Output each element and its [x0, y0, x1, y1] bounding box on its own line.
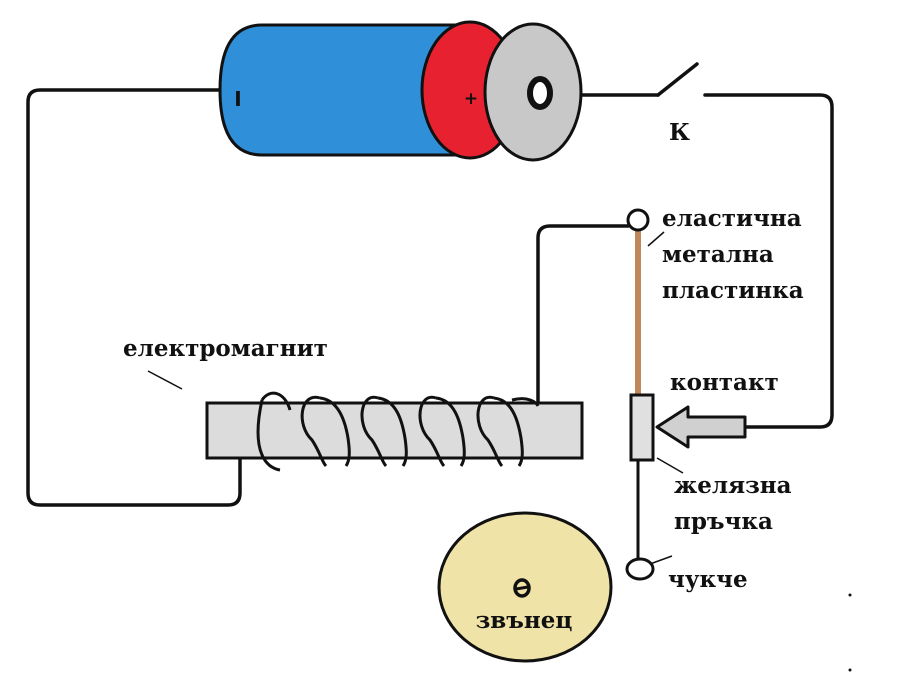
contact-arrow	[655, 405, 747, 449]
electromagnet-core	[205, 401, 584, 460]
bell-center-mark	[513, 578, 531, 598]
coil-winding	[256, 391, 292, 472]
iron-rod-leader	[656, 457, 684, 474]
electromagnet	[205, 391, 584, 472]
elastic-plate-label-line3: пластинка	[662, 277, 804, 304]
contact-label: контакт	[670, 369, 779, 396]
coil-winding	[418, 395, 466, 468]
battery: I +	[218, 20, 583, 162]
electromagnet-leader	[147, 370, 183, 390]
switch-lever	[656, 62, 699, 97]
coil-winding	[511, 397, 540, 407]
battery-plus-sign: +	[464, 89, 478, 109]
hammer-head	[625, 557, 655, 581]
hammer-leader	[649, 555, 673, 565]
battery-body	[218, 23, 462, 157]
hammer-label: чукче	[668, 566, 748, 593]
plate-pivot	[626, 208, 650, 232]
wire-right	[703, 93, 834, 429]
electromagnet-label: електромагнит	[123, 335, 328, 362]
elastic-plate-leader	[647, 231, 665, 247]
coil-winding	[360, 395, 408, 468]
elastic-plate-label-line2: метална	[662, 241, 774, 268]
coil-winding	[476, 395, 524, 468]
coil-winding	[300, 395, 351, 468]
wire-coil-to-plate	[536, 224, 630, 405]
bell-label: звънец	[476, 607, 573, 634]
stray-dot	[848, 593, 852, 597]
iron-rod-label-line1: желязна	[674, 472, 792, 499]
battery-terminal	[527, 76, 553, 110]
battery-minus-sign: I	[234, 87, 241, 111]
wire-left	[26, 88, 242, 507]
stray-dot	[848, 668, 852, 672]
elastic-plate-label-line1: еластична	[662, 205, 802, 232]
iron-rod-label-line2: пръчка	[674, 508, 773, 535]
switch-label: К	[669, 119, 690, 146]
bell-center-mark-bar	[515, 585, 529, 591]
bell: звънец	[437, 511, 613, 663]
iron-rod	[629, 393, 655, 462]
